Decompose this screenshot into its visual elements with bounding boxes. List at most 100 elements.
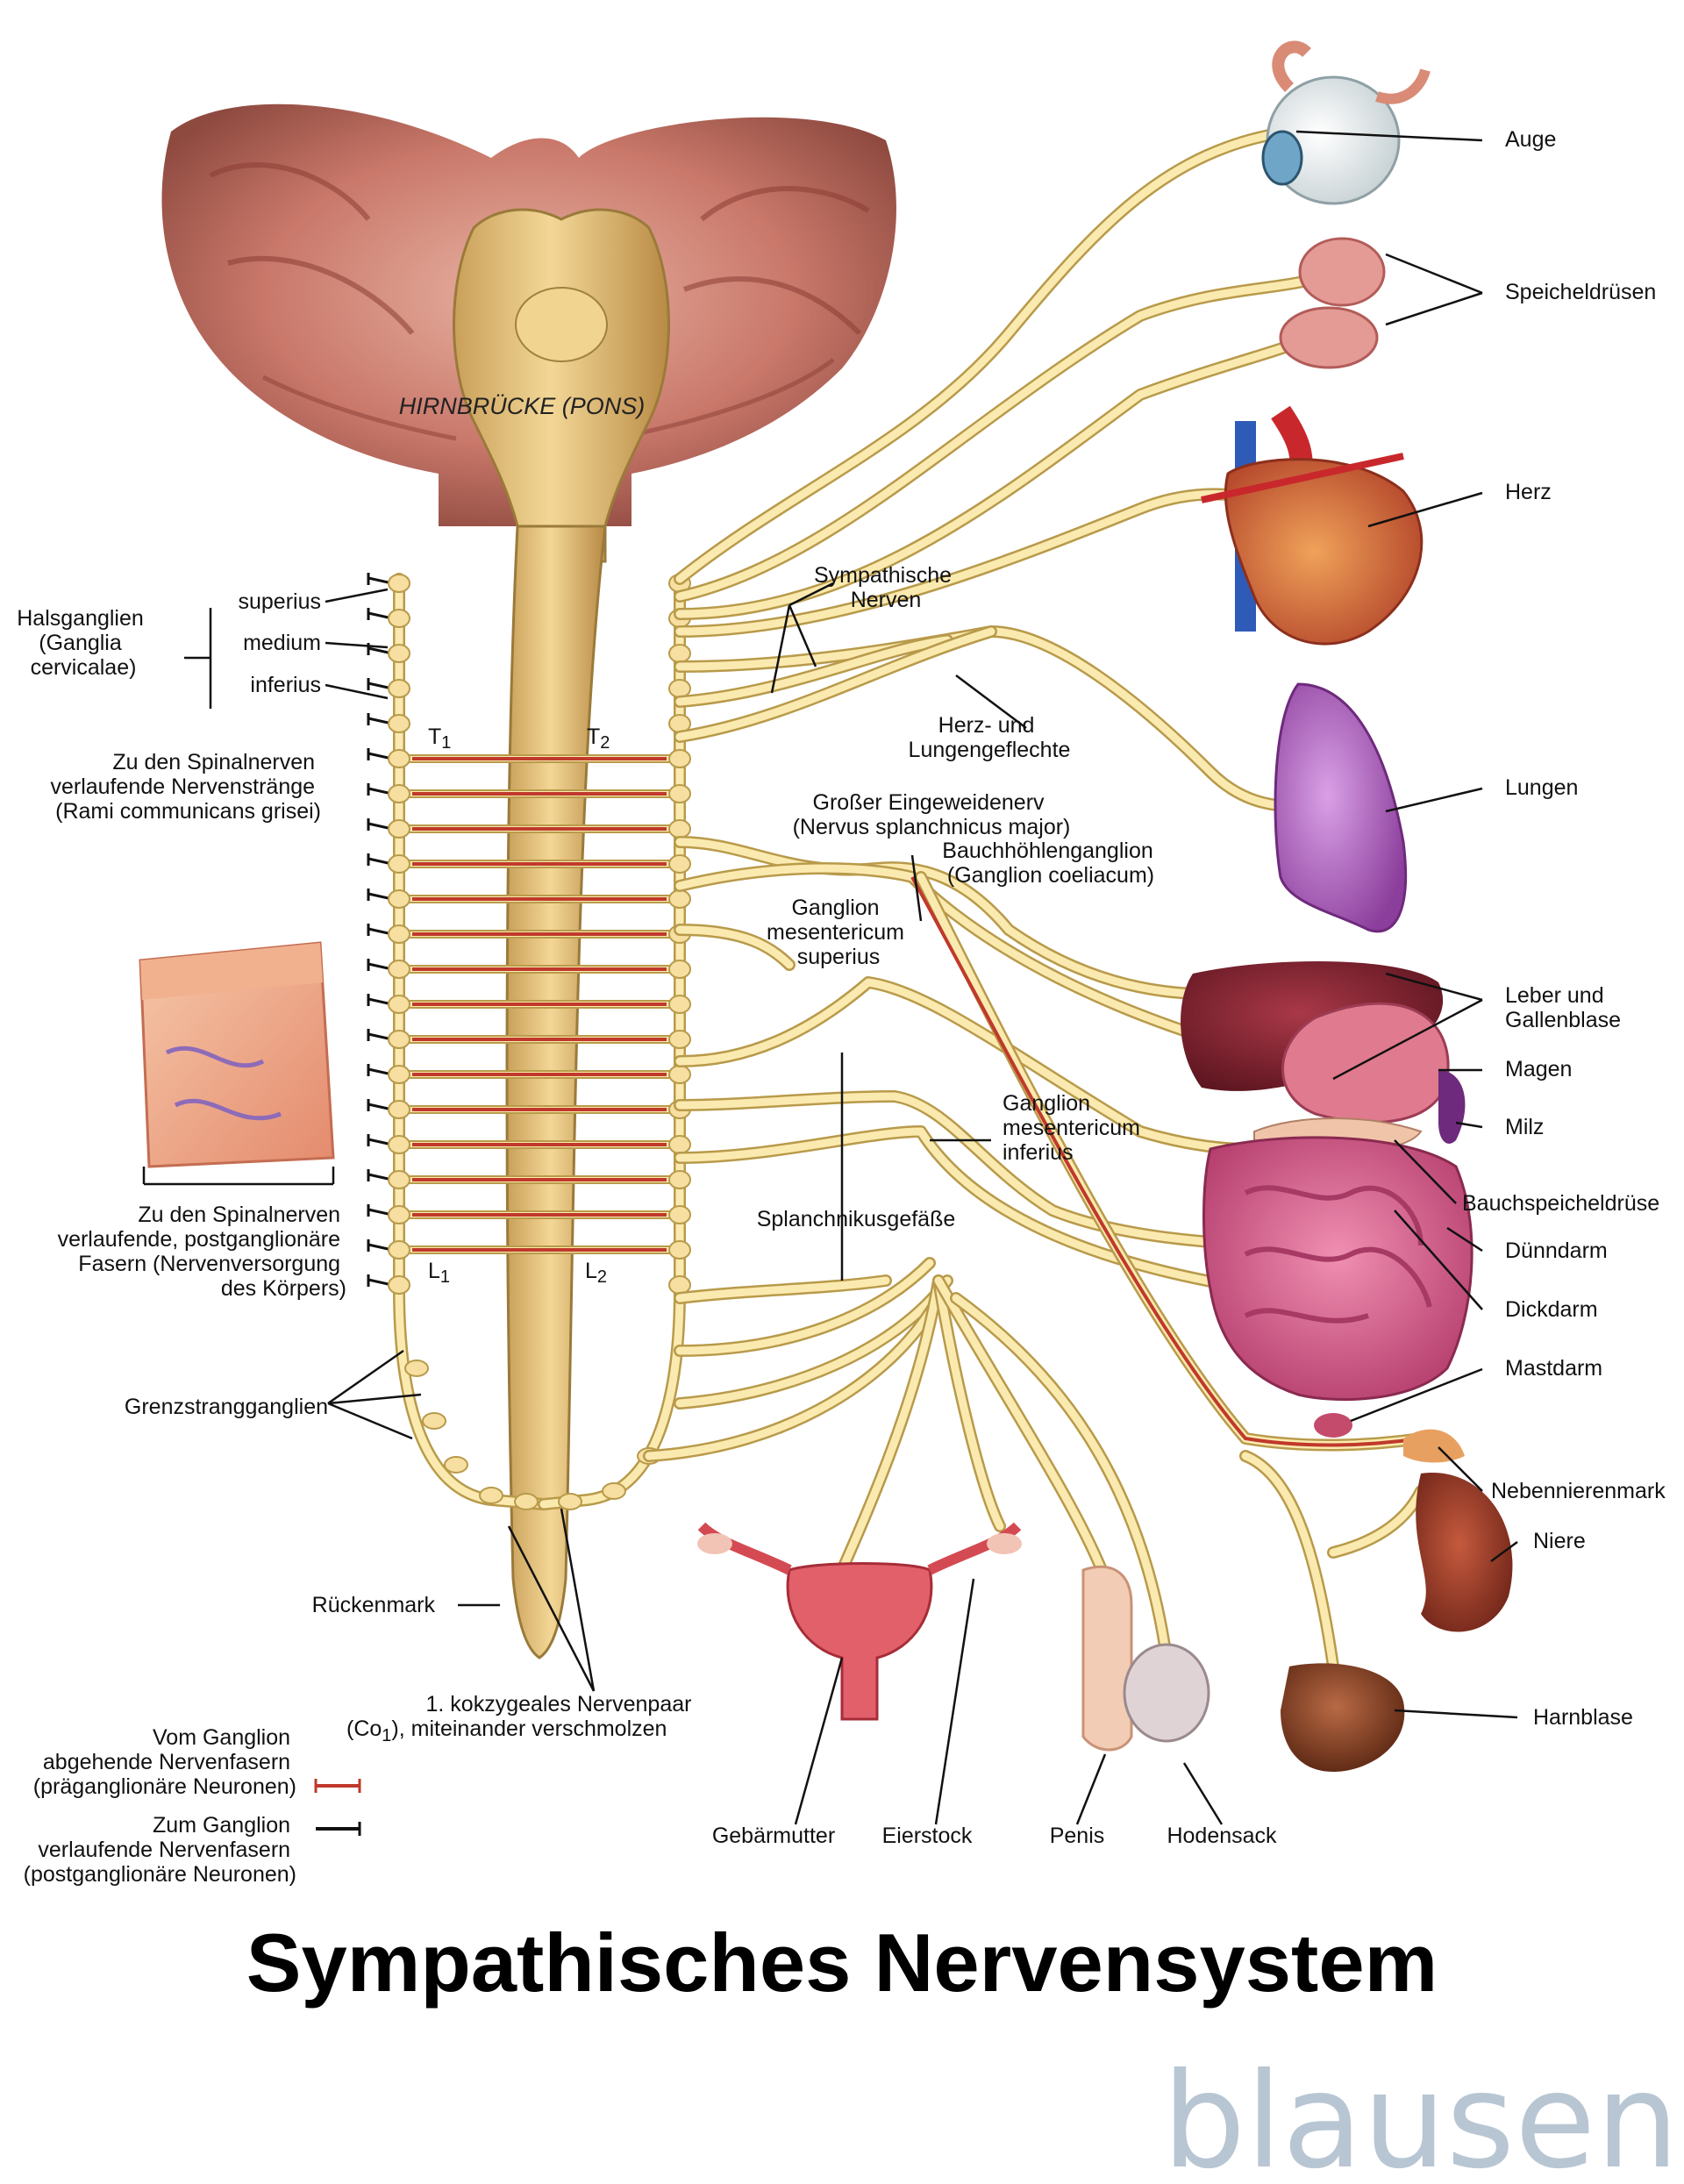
visceral-nerve-core [934,1276,1110,1583]
leader-line [325,683,389,700]
pons-label: HIRNBRÜCKE (PONS) [399,393,646,419]
sacral-ganglion [514,1493,539,1510]
chain-ganglion [668,1275,691,1295]
leader-line [327,1349,404,1405]
chain-ganglion [388,644,410,663]
kokzygeal-label-1: 1. kokzygeales Nervenpaar [426,1692,692,1717]
pons [453,208,670,563]
visceral-nerve-core [838,1276,943,1574]
organ-label-dickdarm: Dickdarm [1505,1297,1598,1322]
leader-line [507,1525,596,1692]
visceral-nerve-core [675,838,1259,998]
sacral-ganglion [558,1493,582,1510]
organ-label-speichel: Speicheldrüsen [1505,280,1656,304]
inferius-label: inferius [250,673,321,697]
leader-line [325,641,389,649]
chain-ganglia [388,574,691,1510]
visceral-nerve [643,1292,945,1462]
chain-ganglion [668,960,691,979]
chain-ganglion [388,749,410,768]
chain-ganglion [668,1240,691,1260]
leader-line [1075,1753,1107,1825]
eingeweidenerv-label: Großer Eingeweidenerv (Nervus splanchnic… [793,790,1071,839]
organ-label-eierstock: Eierstock [882,1824,973,1848]
visceral-nerve-core [952,1294,1171,1662]
visceral-nerve-core [675,338,1302,618]
organ-label-magen: Magen [1505,1057,1572,1081]
leader-line [934,1578,975,1825]
visceral-nerve-core [1241,1452,1338,1671]
leader-line [770,604,791,694]
leader-line [1446,1226,1483,1253]
chain-ganglion [668,1030,691,1049]
chain-ganglion [388,1240,410,1260]
intestines [1202,1136,1474,1402]
salivary-glands [1279,237,1386,369]
visceral-nerve-core [675,1276,890,1303]
organ-label-mastdarm: Mastdarm [1505,1356,1602,1381]
visceral-nerve-core [675,276,1311,601]
heart [1201,405,1424,646]
visceral-nerve-core [1329,1487,1425,1557]
leader-line [1182,1762,1224,1825]
visceral-nerve [1327,1485,1427,1559]
sacral-ganglion [479,1487,503,1504]
chain-ganglion [388,924,410,944]
legend: Vom Ganglion abgehende Nervenfasern (prä… [24,1725,361,1887]
organ-label-penis: Penis [1050,1824,1105,1848]
visceral-nerve-core [675,627,1320,811]
chain-connections [399,754,680,1254]
superius-label: superius [239,589,322,614]
skin-inset [139,941,335,1168]
chain-ganglion [388,995,410,1014]
eye [1261,40,1431,205]
bauchhoehle-label: Bauchhöhlenganglion (Ganglion coeliacum) [942,839,1159,888]
splanchnikus-label: Splanchnikusgefäße [757,1207,956,1231]
leader-line [794,1657,844,1825]
chain-ganglion [668,1135,691,1154]
visceral-nerve-core [934,1276,1004,1531]
chain-ganglion [388,784,410,803]
organ-label-nebenniere: Nebennierenmark [1491,1479,1666,1503]
chain-ganglion [668,889,691,909]
chain-ganglion [388,960,410,979]
sacral-ganglion [404,1360,429,1377]
leader-line [1385,972,1483,1002]
leader-line [955,674,1027,729]
sacral-ganglion [602,1482,626,1500]
visceral-nerve [674,336,1304,620]
sacral-ganglion [444,1456,468,1474]
chain-ganglion [668,784,691,803]
visceral-nerve-core [645,1294,943,1460]
leader-line [1394,1139,1457,1204]
visceral-nerve-core [675,627,995,741]
spleen [1438,1070,1466,1144]
chain-ganglion [668,1065,691,1084]
chain-ganglion [388,679,410,698]
visceral-nerve [674,1274,953,1410]
visceral-nerve [932,1274,1006,1532]
chain-ganglion [388,1170,410,1189]
l1-label: L1 [428,1259,450,1287]
chain-ganglion [388,574,410,593]
organ-label-milz: Milz [1505,1115,1544,1139]
visceral-nerve [674,488,1260,638]
chain-ganglion [388,714,410,733]
visceral-nerve-edge [1327,1485,1427,1559]
visceral-nerve [674,634,953,708]
visceral-nerve [674,836,1260,1001]
leader-line [1490,1540,1518,1563]
bladder [1281,1663,1405,1772]
spinal-cord [505,525,607,1659]
organ-label-niere: Niere [1533,1529,1586,1553]
leader-line [1394,1709,1518,1719]
visceral-nerve [674,1257,936,1357]
left-sympathetic-chain [393,573,550,1510]
visceral-nerve [674,924,796,971]
center-labels: Sympathische Nerven Herz- und Lungengefl… [757,563,1159,1231]
t1-label: T1 [428,724,451,753]
chain-ganglion [668,644,691,663]
visceral-nerve [950,1292,1173,1664]
rectum [1314,1413,1352,1438]
uterus [697,1522,1022,1721]
